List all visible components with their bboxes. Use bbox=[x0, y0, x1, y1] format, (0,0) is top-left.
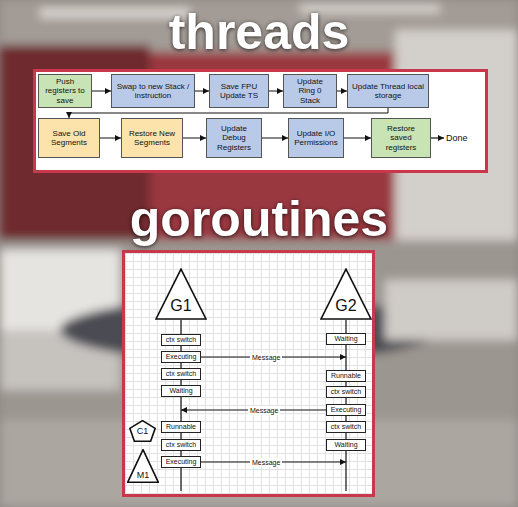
process-box: Update Debug Registers bbox=[206, 118, 262, 158]
state-box: ctx switch bbox=[161, 334, 201, 346]
state-box: Waiting bbox=[326, 333, 366, 345]
node-text: Update Thread local storage bbox=[352, 82, 424, 100]
node-text: Update Ring 0 Stack bbox=[288, 77, 332, 105]
connector bbox=[69, 108, 388, 118]
state-box: Waiting bbox=[326, 439, 366, 451]
connector bbox=[344, 138, 371, 139]
node-text: Restore saved registers bbox=[376, 124, 426, 152]
timeline-tail bbox=[180, 468, 181, 491]
connector bbox=[100, 138, 121, 139]
node-text: Waiting bbox=[334, 334, 357, 344]
process-box: Push registers to save bbox=[38, 74, 92, 108]
process-box: Restore New Segments bbox=[121, 118, 183, 158]
state-box: ctx switch bbox=[161, 368, 201, 380]
node-text: Runnable bbox=[166, 422, 196, 432]
pentagon-outline bbox=[130, 421, 155, 442]
state-box: ctx switch bbox=[161, 439, 201, 451]
node-text: Runnable bbox=[331, 371, 361, 381]
process-box: Update Ring 0 Stack bbox=[283, 74, 337, 108]
node-text: C1 bbox=[137, 426, 149, 436]
state-box: Runnable bbox=[161, 421, 201, 433]
process-box: Save FPU Update TS bbox=[209, 74, 269, 108]
goroutine-triangle: G2 bbox=[320, 268, 372, 320]
connector bbox=[262, 138, 288, 139]
process-box: Update I/O Permissions bbox=[288, 118, 344, 158]
node-text: ctx switch bbox=[331, 422, 361, 432]
connector bbox=[345, 320, 346, 333]
state-box: Runnable bbox=[326, 370, 366, 382]
node-text: Swap to new Stack / instruction bbox=[116, 82, 190, 100]
node-text: Waiting bbox=[169, 386, 192, 396]
connector bbox=[195, 91, 209, 92]
process-box: Update Thread local storage bbox=[347, 74, 429, 108]
node-text: Waiting bbox=[334, 440, 357, 450]
node-text: Update I/O Permissions bbox=[293, 129, 339, 147]
goroutine-triangle: G1 bbox=[155, 268, 207, 320]
connector bbox=[183, 138, 206, 139]
state-box: Executing bbox=[326, 404, 366, 416]
triangle-outline bbox=[128, 450, 159, 483]
state-box: Executing bbox=[161, 351, 201, 363]
message-label: Message bbox=[248, 406, 280, 415]
message-label: Message bbox=[250, 458, 282, 467]
node-text: ctx switch bbox=[166, 440, 196, 450]
connector bbox=[180, 320, 181, 334]
node-text: Save Old Segments bbox=[43, 129, 95, 147]
connector bbox=[180, 397, 181, 421]
connector bbox=[337, 91, 347, 92]
connector bbox=[92, 91, 111, 92]
node-text: Executing bbox=[331, 405, 362, 415]
node-text: Save FPU Update TS bbox=[214, 82, 264, 100]
state-box: Waiting bbox=[161, 385, 201, 397]
timeline-tail bbox=[345, 451, 346, 491]
node-text: ctx switch bbox=[331, 387, 361, 397]
node-text: G1 bbox=[170, 297, 191, 320]
node-text: G2 bbox=[335, 297, 356, 320]
node-text: Restore New Segments bbox=[126, 129, 178, 147]
process-box: Restore saved registers bbox=[371, 118, 431, 158]
node-text: Executing bbox=[166, 457, 197, 467]
state-box: ctx switch bbox=[326, 386, 366, 398]
state-box: ctx switch bbox=[326, 421, 366, 433]
end-label: Done bbox=[446, 133, 468, 144]
node-text: Executing bbox=[166, 352, 197, 362]
channel-pentagon: C1 bbox=[129, 420, 156, 442]
machine-triangle: M1 bbox=[127, 449, 159, 483]
section-heading: threads bbox=[0, 4, 518, 60]
done-arrow bbox=[431, 137, 444, 138]
connector bbox=[269, 91, 283, 92]
node-text: ctx switch bbox=[166, 335, 196, 345]
node-text: Update Debug Registers bbox=[211, 124, 257, 152]
node-text: ctx switch bbox=[166, 369, 196, 379]
process-box: Swap to new Stack / instruction bbox=[111, 74, 195, 108]
node-text: Push registers to save bbox=[43, 77, 87, 105]
connector bbox=[345, 345, 346, 370]
message-label: Message bbox=[250, 353, 282, 362]
process-box: Save Old Segments bbox=[38, 118, 100, 158]
state-box: Executing bbox=[161, 456, 201, 468]
node-text: M1 bbox=[137, 470, 150, 483]
section-heading: goroutines bbox=[0, 191, 518, 247]
